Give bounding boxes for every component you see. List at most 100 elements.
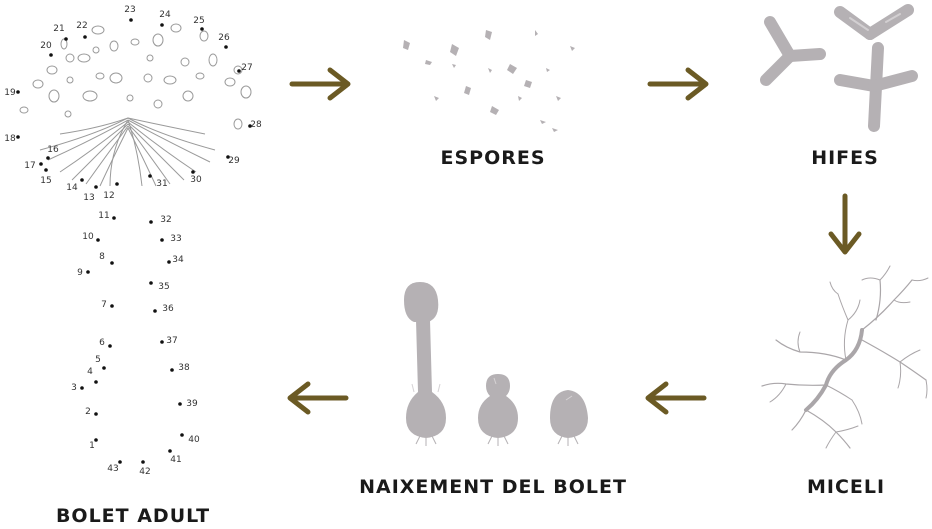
- hyphae-illustration: [760, 4, 918, 132]
- arrow-adult-to-spores: [289, 67, 351, 101]
- dot-point: [141, 460, 145, 464]
- dot-point: [49, 53, 53, 57]
- mycelium-illustration: [761, 265, 929, 449]
- dot-point: [153, 309, 157, 313]
- mushroom-gills: [39, 117, 216, 187]
- dot-number: 7: [101, 300, 107, 310]
- dot-point: [118, 460, 122, 464]
- dot-point: [226, 155, 230, 159]
- dot-number: 35: [158, 282, 169, 292]
- dot-point: [83, 35, 87, 39]
- dot-number: 40: [188, 435, 200, 445]
- dot-point: [160, 238, 164, 242]
- dot-point: [16, 135, 20, 139]
- label-mycelium: MICELI: [806, 476, 886, 498]
- dot-number: 26: [218, 33, 230, 43]
- dot-number: 24: [159, 10, 171, 20]
- dot-point: [94, 185, 98, 189]
- dot-number: 2: [85, 407, 91, 417]
- dot-number: 33: [170, 234, 181, 244]
- dot-point: [178, 402, 182, 406]
- mushroom-cap-spots: [19, 23, 252, 130]
- dot-point: [170, 368, 174, 372]
- label-hyphae: HIFES: [811, 147, 879, 169]
- dot-number: 9: [77, 268, 83, 278]
- label-adult: BOLET ADULT: [55, 505, 211, 527]
- hyphae-highlight: [849, 13, 901, 31]
- dot-number: 43: [107, 464, 118, 474]
- dot-number: 32: [160, 215, 171, 225]
- dot-number: 28: [250, 120, 262, 130]
- dot-number: 3: [71, 383, 77, 393]
- dot-number: 34: [172, 255, 184, 265]
- dot-number: 38: [178, 363, 190, 373]
- dot-number: 31: [156, 179, 167, 189]
- dot-point: [94, 438, 98, 442]
- dot-number: 12: [103, 191, 114, 201]
- dot-number: 37: [166, 336, 177, 346]
- dot-point: [149, 281, 153, 285]
- dot-point: [168, 449, 172, 453]
- dot-point: [16, 90, 20, 94]
- birth-rootlets: [415, 435, 579, 446]
- dot-point: [160, 23, 164, 27]
- dot-number: 1: [89, 441, 95, 451]
- dot-number: 21: [53, 24, 64, 34]
- dot-number: 11: [98, 211, 109, 221]
- dot-point: [224, 45, 228, 49]
- arrow-birth-to-adult: [287, 381, 349, 415]
- dot-point: [180, 433, 184, 437]
- dot-number: 20: [40, 41, 52, 51]
- dot-number: 4: [87, 367, 93, 377]
- arrow-hyphae-to-mycelium: [828, 193, 862, 255]
- dot-point: [191, 170, 195, 174]
- dot-point: [112, 216, 116, 220]
- arrow-mycelium-to-birth: [645, 381, 707, 415]
- dot-point: [94, 412, 98, 416]
- dot-number: 42: [139, 467, 150, 477]
- label-birth: NAIXEMENT DEL BOLET: [359, 476, 627, 498]
- dot-point: [160, 340, 164, 344]
- dot-point: [110, 261, 114, 265]
- dot-number: 8: [99, 252, 105, 262]
- dot-number: 39: [186, 399, 198, 409]
- dot-point: [80, 386, 84, 390]
- dot-number: 15: [40, 176, 51, 186]
- dot-number: 16: [47, 145, 59, 155]
- dot-point: [39, 162, 43, 166]
- dot-number: 41: [170, 455, 181, 465]
- dot-point: [86, 270, 90, 274]
- dot-number: 19: [4, 88, 16, 98]
- dot-number: 10: [82, 232, 94, 242]
- dot-number: 17: [24, 161, 35, 171]
- dot-point: [115, 182, 119, 186]
- dot-point: [102, 366, 106, 370]
- dot-number: 13: [83, 193, 94, 203]
- dot-point: [200, 27, 204, 31]
- dot-number: 36: [162, 304, 174, 314]
- dot-number: 14: [66, 183, 78, 193]
- dot-number: 25: [193, 16, 204, 26]
- dot-point: [149, 220, 153, 224]
- dot-point: [129, 18, 133, 22]
- dot-number: 18: [4, 134, 16, 144]
- dot-number: 29: [228, 156, 240, 166]
- dot-point: [46, 156, 50, 160]
- dot-point: [94, 380, 98, 384]
- dot-point: [110, 304, 114, 308]
- dot-point: [80, 178, 84, 182]
- dot-point: [167, 260, 171, 264]
- spores-illustration: [403, 30, 575, 132]
- dot-point: [248, 124, 252, 128]
- dot-number: 6: [99, 338, 105, 348]
- dot-point: [108, 344, 112, 348]
- label-spores: ESPORES: [440, 147, 546, 169]
- dot-point: [237, 69, 241, 73]
- dot-point: [64, 37, 68, 41]
- dot-point: [148, 174, 152, 178]
- birth-highlights: [411, 377, 573, 401]
- dot-number: 5: [95, 355, 101, 365]
